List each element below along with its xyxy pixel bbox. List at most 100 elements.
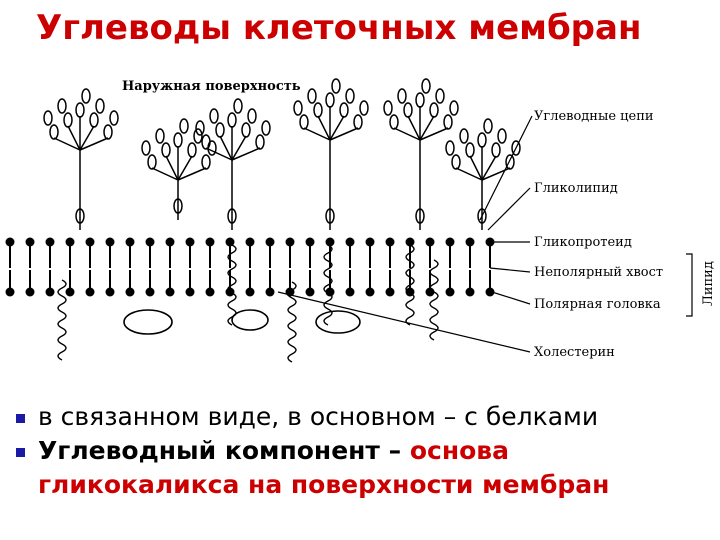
- sugar-unit: [63, 112, 73, 128]
- leader-line-cholesterol: [277, 291, 531, 353]
- sugar-unit: [81, 88, 91, 104]
- chain-branch: [317, 115, 331, 141]
- chain-branch: [303, 127, 331, 141]
- sugar-unit: [179, 118, 189, 134]
- sugar-unit: [215, 122, 225, 138]
- polar-head: [265, 287, 275, 297]
- protein-coil: [429, 259, 439, 341]
- sugar-unit: [511, 140, 521, 156]
- protein-coil: [287, 281, 297, 363]
- chain-branch: [419, 115, 435, 141]
- sugar-unit: [389, 114, 399, 130]
- polar-head: [445, 287, 455, 297]
- polar-head: [245, 287, 255, 297]
- sugar-unit: [477, 132, 487, 148]
- sugar-unit: [293, 100, 303, 116]
- chain-branch: [329, 115, 345, 141]
- outer-surface-label: Наружная поверхность: [122, 79, 301, 94]
- polar-head: [165, 237, 175, 247]
- leader-line-carb-chains: [479, 115, 533, 221]
- polar-head: [45, 287, 55, 297]
- protein-coil: [57, 279, 67, 361]
- chain-branch: [177, 167, 207, 181]
- sugar-unit: [201, 154, 211, 170]
- sugar-unit: [241, 122, 251, 138]
- chain-branch: [67, 125, 81, 151]
- chain-branch: [79, 137, 109, 151]
- bullet-item: в связанном виде, в основном – с белками: [12, 400, 712, 434]
- sugar-unit: [187, 142, 197, 158]
- polar-head: [145, 237, 155, 247]
- sugar-unit: [227, 208, 237, 224]
- sugar-unit: [325, 92, 335, 108]
- sugar-unit: [435, 88, 445, 104]
- chain-branch: [393, 127, 421, 141]
- sugar-unit: [345, 88, 355, 104]
- sugar-unit: [451, 154, 461, 170]
- sugar-unit: [49, 124, 59, 140]
- label-cholesterol: Холестерин: [534, 345, 615, 360]
- sugar-unit: [207, 140, 217, 156]
- sugar-unit: [477, 208, 487, 224]
- sugar-unit: [147, 154, 157, 170]
- protein-coil: [405, 244, 415, 326]
- sugar-unit: [57, 98, 67, 114]
- lipid-bracket: [686, 253, 693, 317]
- polar-head: [365, 237, 375, 247]
- sugar-unit: [459, 128, 469, 144]
- polar-head: [485, 287, 495, 297]
- bullet-text-highlight: основа: [409, 436, 509, 465]
- label-carbohydrate-chains: Углеводные цепи: [534, 109, 654, 124]
- sugar-unit: [89, 112, 99, 128]
- sugar-unit: [173, 198, 183, 214]
- leader-line-glycolipid: [487, 187, 531, 231]
- bullet-list: в связанном виде, в основном – с белками…: [12, 400, 712, 502]
- polar-head: [385, 287, 395, 297]
- chain-branch: [151, 167, 179, 181]
- cholesterol-ellipse: [315, 310, 361, 334]
- sugar-unit: [403, 102, 413, 118]
- polar-head: [125, 287, 135, 297]
- polar-head: [25, 287, 35, 297]
- polar-head: [245, 237, 255, 247]
- lower-lipid-row: [5, 270, 495, 297]
- polar-head: [265, 237, 275, 247]
- label-glycoprotein: Гликопротеид: [534, 235, 632, 250]
- sugar-unit: [325, 208, 335, 224]
- sugar-unit: [193, 128, 203, 144]
- upper-lipid-row: [5, 237, 495, 268]
- polar-head: [65, 287, 75, 297]
- protein-coils: [57, 244, 439, 363]
- bullet-text: в связанном виде, в основном – с белками: [38, 402, 599, 431]
- label-polar-head: Полярная головка: [534, 297, 661, 312]
- polar-head: [225, 237, 235, 247]
- label-nonpolar-tail: Неполярный хвост: [534, 265, 663, 280]
- polar-head: [45, 237, 55, 247]
- chain-branch: [231, 147, 261, 161]
- sugar-unit: [247, 108, 257, 124]
- chain-branch: [79, 125, 95, 151]
- chain-branch: [407, 115, 421, 141]
- chain-branch: [53, 137, 81, 151]
- polar-head: [185, 287, 195, 297]
- polar-head: [205, 287, 215, 297]
- sugar-unit: [397, 88, 407, 104]
- protein-coil: [323, 244, 333, 326]
- chain-branch: [419, 127, 449, 141]
- sugar-unit: [353, 114, 363, 130]
- polar-head: [385, 237, 395, 247]
- square-bullet-icon: [16, 448, 25, 457]
- leader-line-nonpolar-tail: [489, 267, 531, 273]
- slide-title: Углеводы клеточных мембран: [36, 8, 642, 48]
- sugar-unit: [505, 154, 515, 170]
- cholesterol-ellipse: [231, 309, 269, 331]
- sugar-unit: [465, 142, 475, 158]
- sugar-unit: [201, 134, 211, 150]
- polar-head: [425, 237, 435, 247]
- sugar-unit: [307, 88, 317, 104]
- polar-head: [85, 237, 95, 247]
- sugar-unit: [75, 102, 85, 118]
- sugar-unit: [141, 140, 151, 156]
- polar-head: [85, 287, 95, 297]
- polar-head: [365, 287, 375, 297]
